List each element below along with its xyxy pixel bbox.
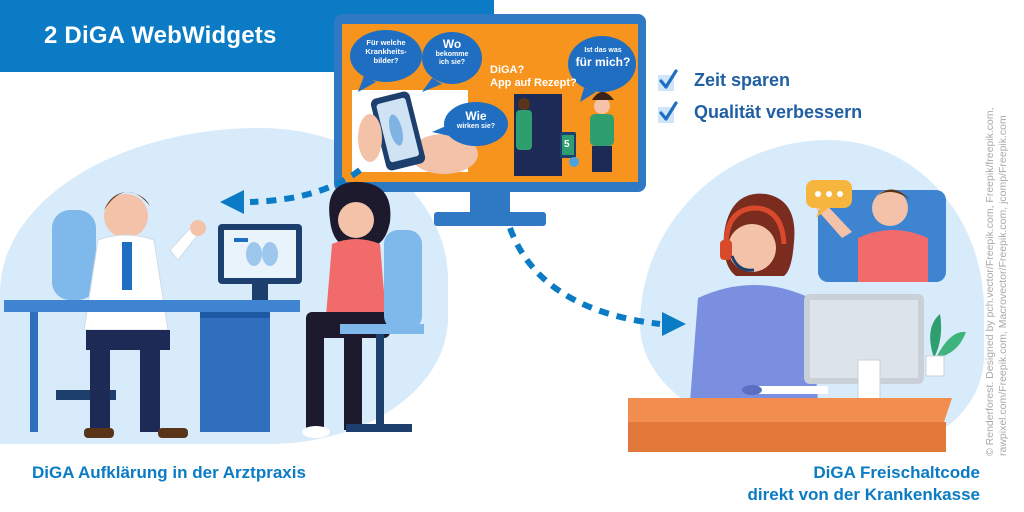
phone-badge: 5 <box>564 139 570 150</box>
benefit-list: Zeit sparen Qualität verbessern <box>658 64 862 128</box>
bubble-for-me: Ist das was für mich? <box>570 46 636 69</box>
caption-line: DiGA Freischaltcode <box>813 463 980 482</box>
arrow-head-left <box>220 190 244 214</box>
bubble-line: Wie <box>465 109 487 123</box>
benefit-label: Qualität verbessern <box>694 101 863 122</box>
credit-line: © Renderforest. Designed by pch.vector/F… <box>984 107 996 456</box>
bubble-where: Wo bekomme ich sie? <box>424 38 480 67</box>
bubble-line: ich sie? <box>438 59 466 66</box>
bubble-how: Wie wirken sie? <box>446 110 506 131</box>
page-title: 2 DiGA WebWidgets <box>44 22 277 49</box>
headset-icon <box>720 205 787 272</box>
lungs-icon <box>246 242 278 266</box>
list-item: Zeit sparen <box>658 64 862 96</box>
bubble-line: bekomme <box>435 51 469 58</box>
flow-arrows <box>220 167 686 336</box>
bubble-line: Ist das was <box>584 47 622 54</box>
screen-heading-line: DiGA? <box>490 64 525 76</box>
benefit-label: Zeit sparen <box>694 69 791 90</box>
checkmark-icon <box>658 101 680 123</box>
call-center-illustration <box>628 180 966 452</box>
credit-line: rawpixel.com/Freepik.com, Macrovector/Fr… <box>997 115 1009 456</box>
image-credit: © Renderforest. Designed by pch.vector/F… <box>984 56 1024 456</box>
doctor-scene-illustration <box>4 181 424 438</box>
monitor-illustration <box>334 14 646 226</box>
caption-insurance: DiGA Freischaltcode direkt von der Krank… <box>748 462 980 506</box>
arrow-head-right <box>662 312 686 336</box>
caption-line: direkt von der Krankenkasse <box>747 485 980 504</box>
screen-heading-line: App auf Rezept? <box>490 77 577 89</box>
caption-doctor: DiGA Aufklärung in der Arztpraxis <box>32 463 306 482</box>
checkmark-icon <box>658 69 680 91</box>
chat-bubble-icon <box>806 180 852 218</box>
bubble-line: Krankheits- <box>365 47 407 56</box>
screen-heading: DiGA? App auf Rezept? <box>490 64 577 90</box>
bubble-diseases: Für welche Krankheits- bilder? <box>352 38 420 65</box>
center-monitor: Für welche Krankheits- bilder? Wo bekomm… <box>334 14 646 232</box>
bubble-line: bilder? <box>373 56 399 65</box>
list-item: Qualität verbessern <box>658 96 862 128</box>
bubble-line: wirken sie? <box>456 123 496 130</box>
bubble-line: für mich? <box>575 55 631 69</box>
bubble-line: Wo <box>442 37 462 51</box>
bubble-line: Für welche <box>366 38 406 47</box>
